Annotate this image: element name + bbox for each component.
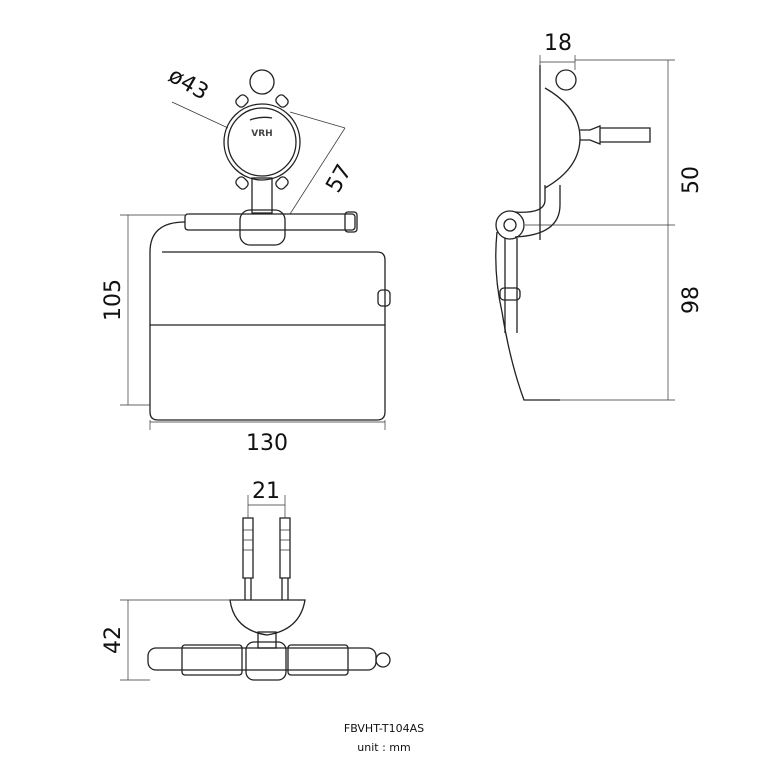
top-bar [184,213,356,231]
side-view: 18 50 98 [495,31,704,401]
unit-label: unit : mm [357,741,411,754]
round-plate [223,103,301,181]
wall-bowl [229,599,306,636]
dim-offset-label: 57 [322,160,358,197]
dim-upper-label: 50 [679,166,704,194]
dim-width-label: 130 [246,431,288,456]
center-hub [239,209,286,246]
logo-text: VRH [251,129,272,139]
dim-diameter-label: ø43 [164,63,212,105]
anchors [242,517,291,579]
front-view: VRH 105 130 ø43 57 [101,63,391,456]
knob [377,289,391,307]
top-ball [249,69,275,95]
bottom-view: 21 42 [101,479,391,681]
dim-height-label: 105 [101,279,126,321]
dim-projection-label: 42 [101,626,126,654]
wall-dome [544,87,581,189]
logo-swoosh [249,116,273,121]
dim-depth-label: 18 [544,31,572,56]
dim-spacing-label: 21 [252,479,280,504]
dim-lower-label: 98 [679,286,704,314]
ring [495,210,525,240]
screw-anchor [600,127,651,143]
model-number: FBVHT-T104AS [343,722,425,735]
